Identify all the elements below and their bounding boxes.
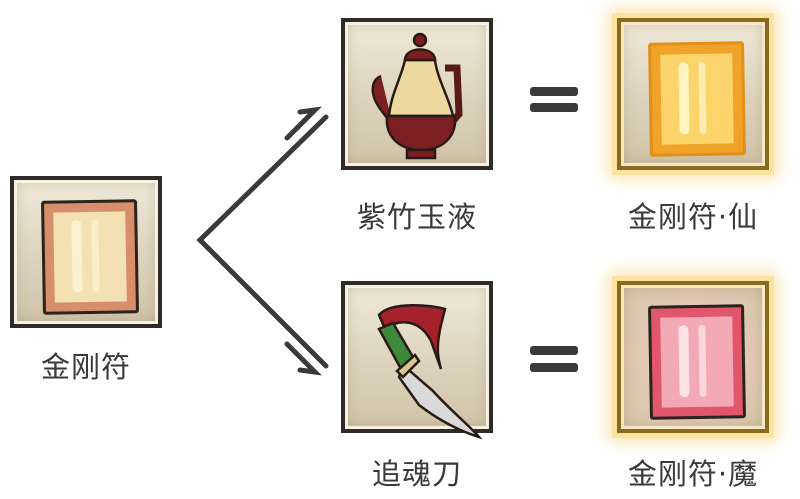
result-slot[interactable] xyxy=(617,18,769,170)
result-label: 金刚符·仙 xyxy=(627,200,759,234)
result-label: 金刚符·魔 xyxy=(627,457,759,491)
result-slot[interactable] xyxy=(617,281,769,433)
ingredient-slot[interactable] xyxy=(341,18,493,170)
teapot-icon xyxy=(371,32,463,160)
source-item-slot[interactable] xyxy=(10,176,162,328)
golden-talisman-icon xyxy=(648,41,746,157)
red-talisman-icon xyxy=(648,304,746,420)
dagger-icon xyxy=(377,303,483,440)
source-item-label: 金刚符 xyxy=(40,350,131,384)
ingredient-label: 追魂刀 xyxy=(371,457,462,491)
ingredient-slot[interactable] xyxy=(341,281,493,440)
ingredient-label: 紫竹玉液 xyxy=(356,200,477,234)
